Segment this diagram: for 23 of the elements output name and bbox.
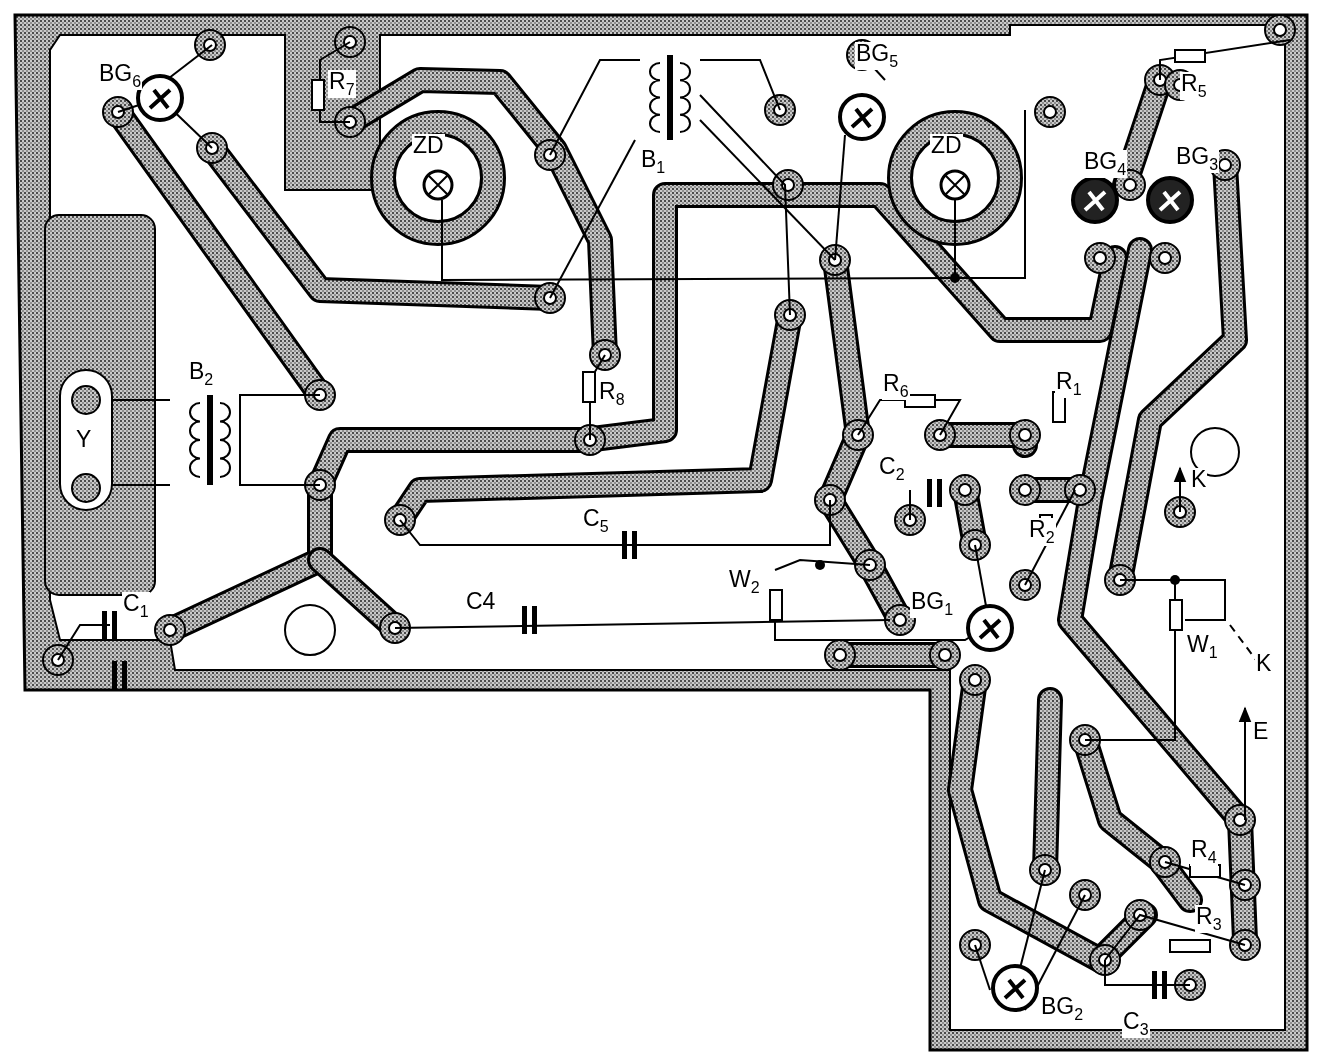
component-label: W$_{2}$: [728, 568, 761, 596]
component-label: R$_{3}$: [1195, 905, 1223, 933]
component-label: C$_{1}$: [122, 592, 150, 620]
component-label: BG$_{2}$: [1040, 995, 1085, 1023]
component-label: B$_{1}$: [640, 148, 667, 176]
component-label: R$_{5}$: [1180, 72, 1208, 100]
component-label: B$_{2}$: [188, 360, 215, 388]
component-label: R$_{2}$: [1028, 518, 1056, 546]
component-label: C$_{2}$: [878, 455, 906, 483]
component-label: BG$_{1}$: [910, 590, 955, 618]
component-label: R$_{8}$: [598, 380, 626, 408]
component-label: K: [1255, 652, 1273, 675]
component-label: BG$_{3}$: [1175, 145, 1220, 173]
component-label: W$_{1}$: [1186, 633, 1219, 661]
component-label: BG$_{5}$: [855, 42, 900, 70]
component-label: R$_{1}$: [1055, 370, 1083, 398]
component-label: R$_{4}$: [1190, 838, 1218, 866]
component-label: R$_{7}$: [328, 70, 356, 98]
component-label: C$_{5}$: [582, 507, 610, 535]
component-label: BG$_{6}$: [98, 62, 143, 90]
component-label: R$_{6}$: [882, 372, 910, 400]
component-label: C$_{3}$: [1122, 1010, 1150, 1038]
component-label: BG$_{4}$: [1083, 150, 1128, 178]
